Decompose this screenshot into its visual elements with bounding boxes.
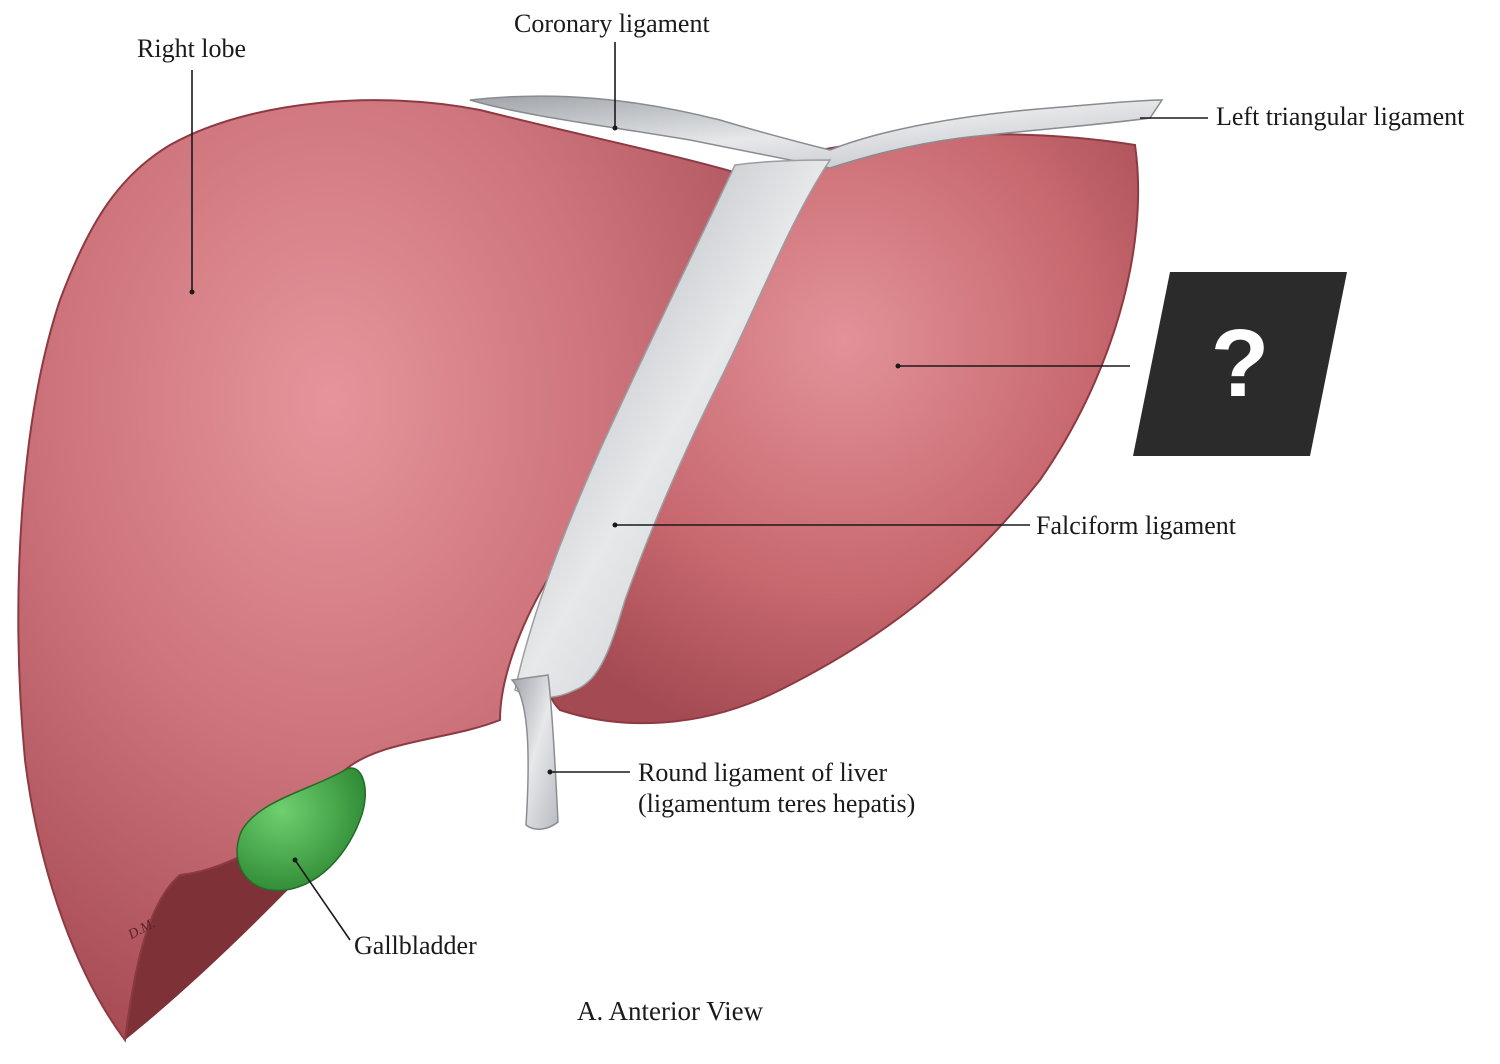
label-round-ligament: Round ligament of liver (ligamentum tere…	[638, 757, 915, 819]
label-round-ligament-line1: Round ligament of liver	[638, 758, 888, 787]
label-round-ligament-line2: (ligamentum teres hepatis)	[638, 789, 916, 818]
label-gallbladder: Gallbladder	[354, 931, 477, 960]
unknown-label-box	[1133, 272, 1347, 456]
label-left-triangular-ligament: Left triangular ligament	[1216, 102, 1465, 131]
round-ligament-shape	[510, 674, 559, 830]
falciform-ligament-shape	[514, 159, 832, 699]
label-coronary-ligament: Coronary ligament	[514, 9, 710, 38]
gallbladder-shape	[236, 767, 367, 892]
label-right-lobe: Right lobe	[137, 34, 247, 63]
unknown-label-marker: ?	[1210, 310, 1270, 417]
leader-lines	[191, 42, 1208, 941]
label-falciform-ligament: Falciform ligament	[1036, 511, 1237, 540]
coronary-ligament-shape	[469, 95, 1164, 169]
figure-caption: A. Anterior View	[577, 996, 764, 1026]
